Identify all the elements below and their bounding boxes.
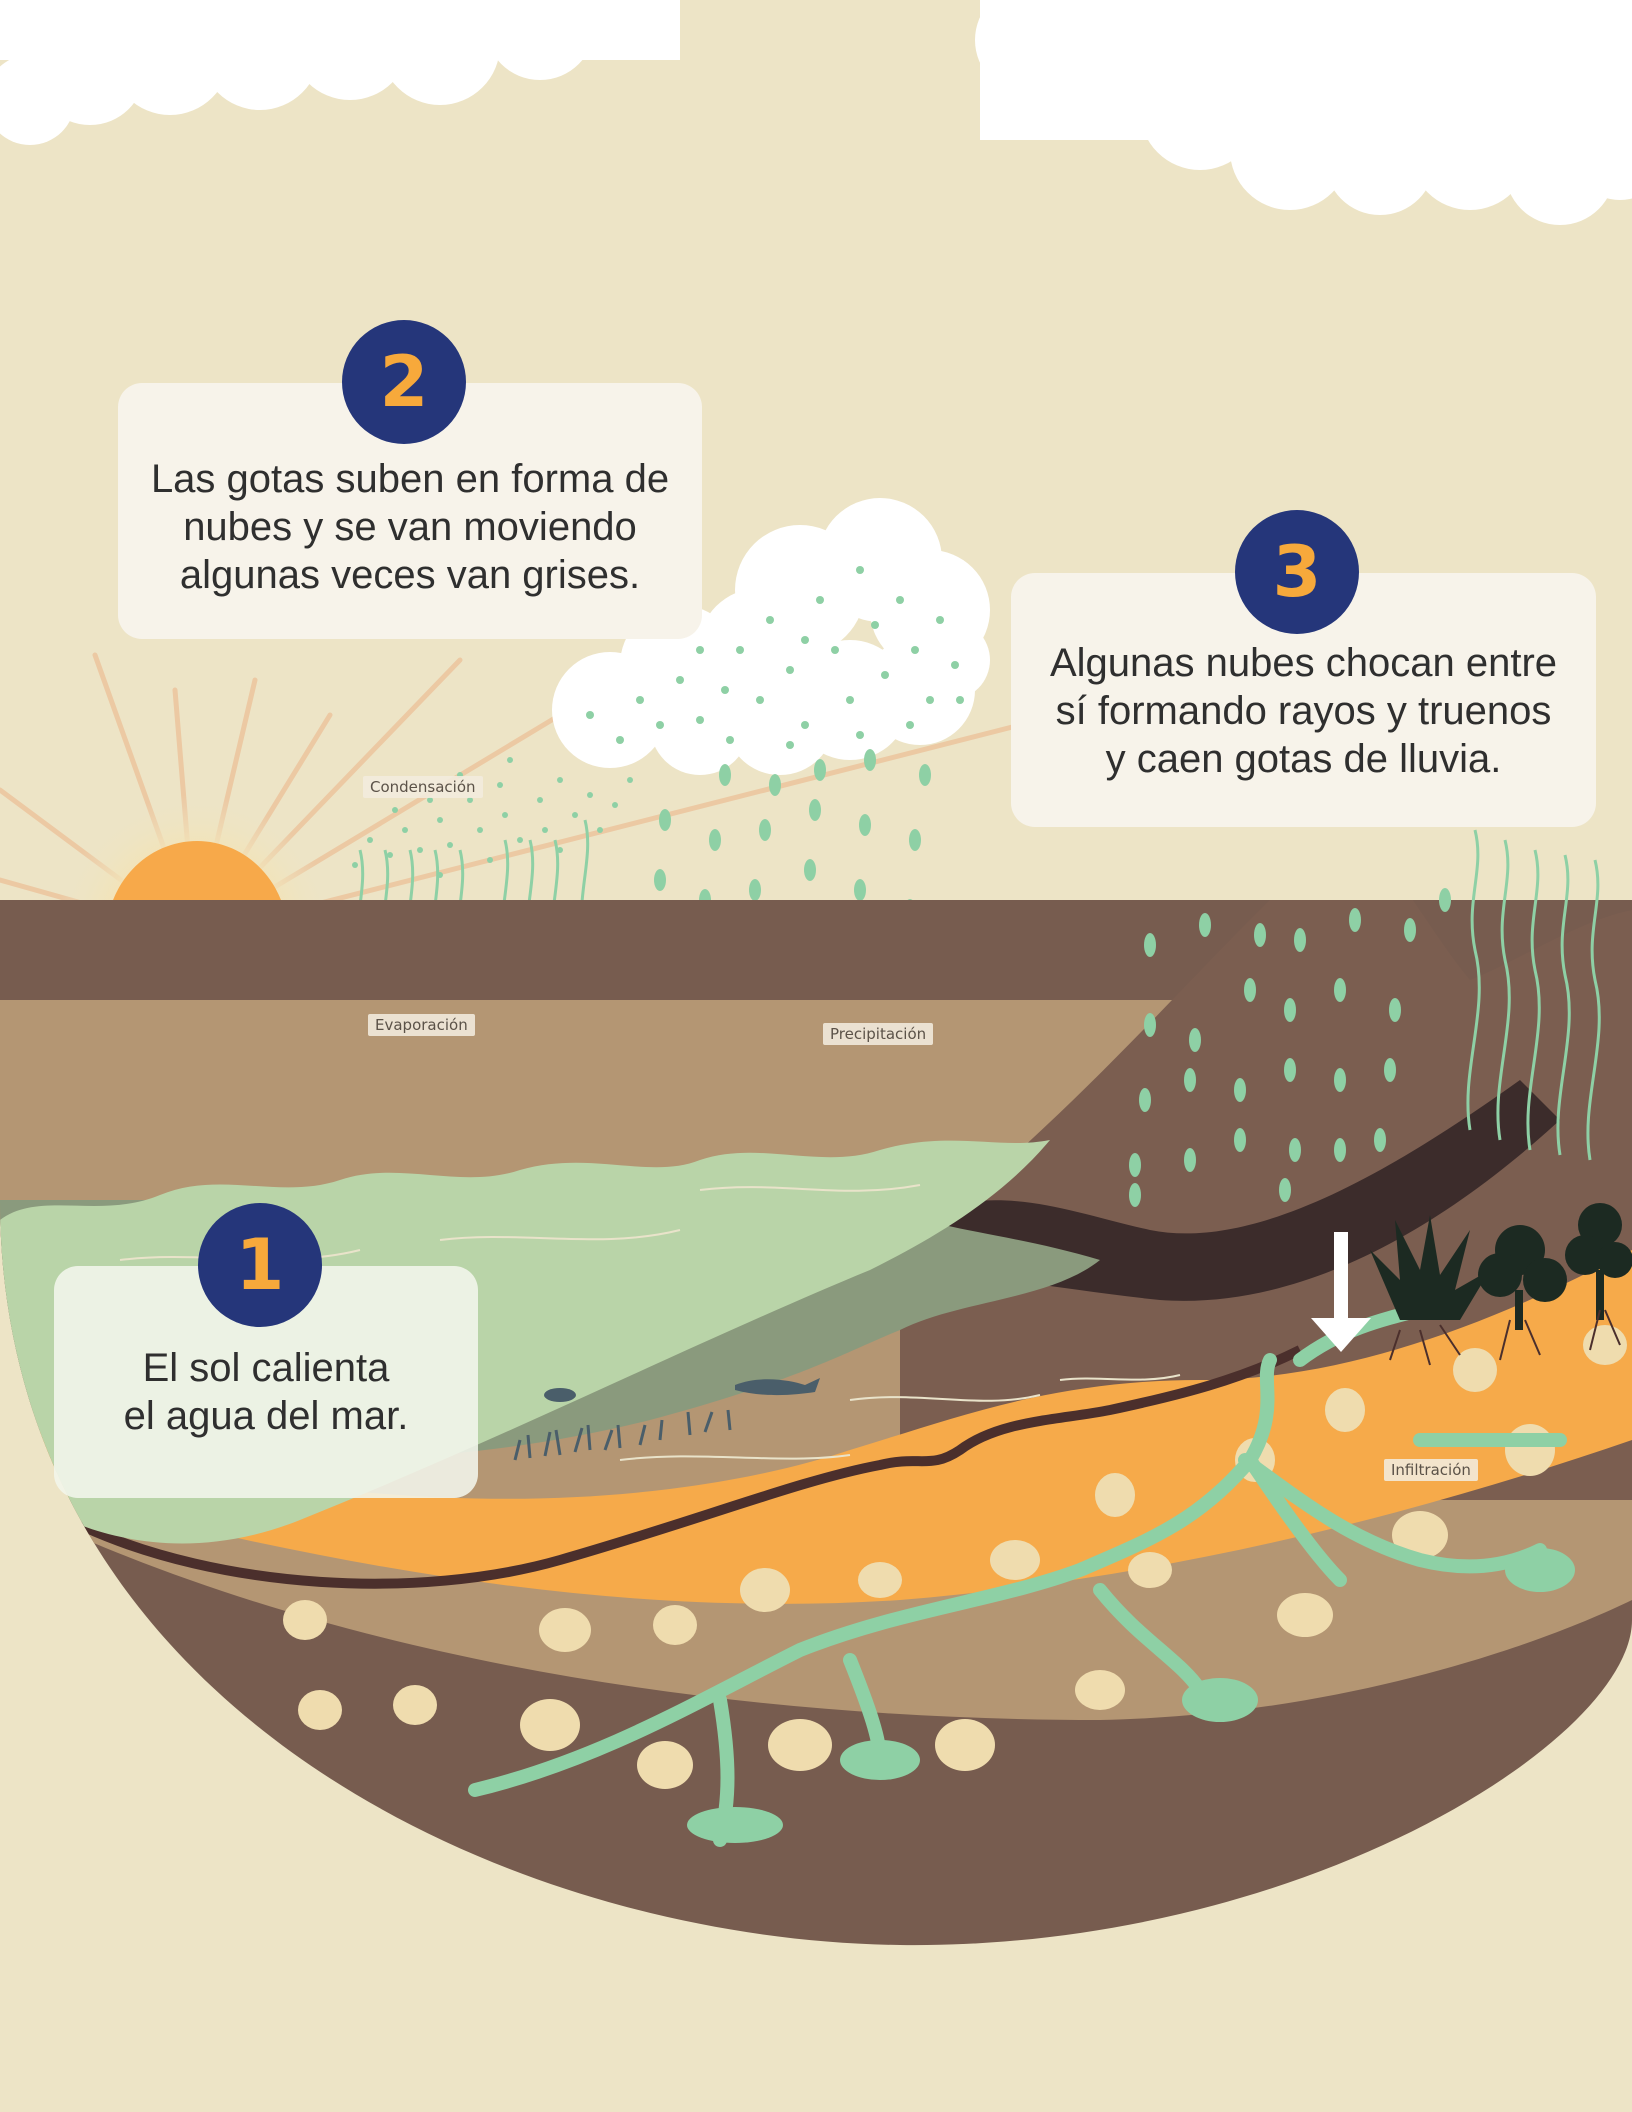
condensation-label: Condensación	[363, 776, 483, 798]
vegetation	[1370, 1203, 1632, 1330]
condensation-dots	[352, 757, 633, 878]
step-1-badge: 1	[198, 1203, 322, 1327]
sea-life	[513, 1378, 820, 1461]
top-left-cloud	[0, 0, 680, 145]
evaporation-label: Evaporación	[368, 1014, 475, 1036]
step-1-text: El sol calienta el agua del mar.	[123, 1346, 409, 1438]
mountain-vapor-lines	[1466, 829, 1601, 1161]
infiltration-label: Infiltración	[1384, 1459, 1478, 1481]
step-2-text: Las gotas suben en forma de nubes y se v…	[150, 457, 670, 597]
step-3-number: 3	[1272, 531, 1322, 613]
step-3-badge: 3	[1235, 510, 1359, 634]
step-2-number: 2	[379, 341, 429, 423]
step-1-number: 1	[235, 1224, 285, 1306]
step-3-text: Algunas nubes chocan entre sí formando r…	[1049, 641, 1558, 781]
top-right-cloud	[975, 0, 1632, 225]
infiltration-arrow	[1311, 1232, 1371, 1352]
step-3-card: Algunas nubes chocan entre sí formando r…	[1011, 573, 1596, 827]
step-2-badge: 2	[342, 320, 466, 444]
plant-roots	[1389, 1309, 1621, 1366]
step-2-card: Las gotas suben en forma de nubes y se v…	[118, 383, 702, 639]
mountain-rain-drops	[1129, 888, 1451, 1207]
precipitation-label: Precipitación	[823, 1023, 934, 1045]
